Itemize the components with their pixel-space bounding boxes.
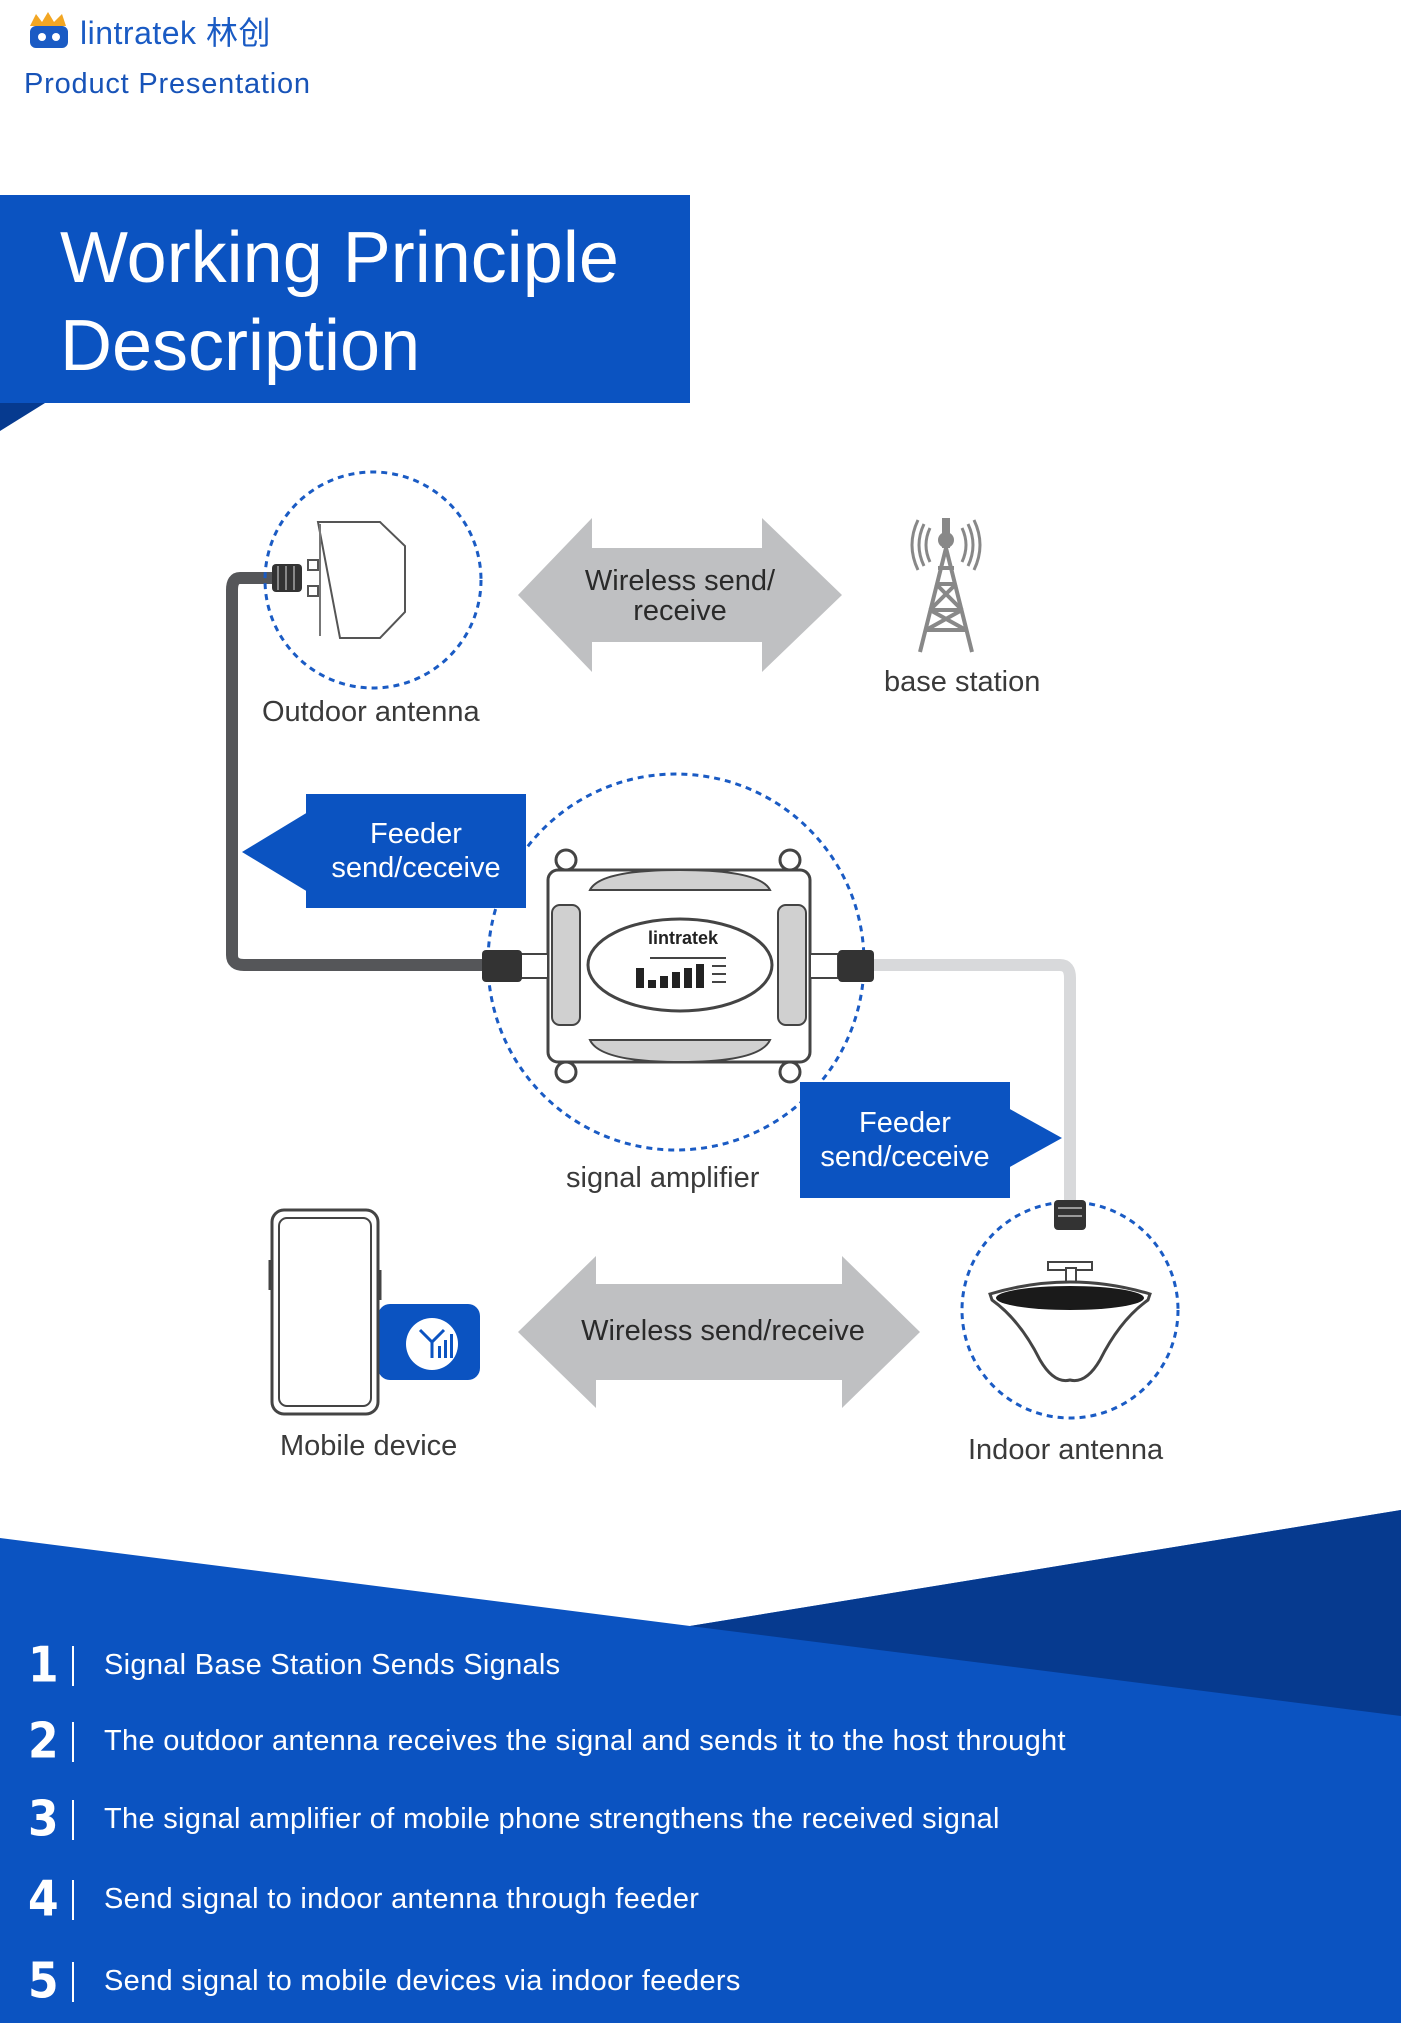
working-principle-diagram: [226, 470, 1180, 1420]
logo-icon: [30, 12, 68, 48]
step-divider: [72, 1799, 74, 1840]
title-banner-fold: [0, 403, 45, 431]
logo-text: lintratek 林创: [80, 15, 271, 51]
step-divider: [72, 1879, 74, 1920]
step-number: 1: [28, 1636, 59, 1695]
step-item-4: 4 Send signal to indoor antenna through …: [28, 1870, 700, 1929]
step-text: Signal Base Station Sends Signals: [104, 1649, 561, 1681]
feeder-right-line2: send/ceceive: [820, 1141, 990, 1173]
mobile-device-label: Mobile device: [280, 1430, 458, 1462]
title-banner: [0, 195, 690, 403]
feeder-left-line2: send/ceceive: [331, 852, 501, 884]
feeder-right-arrow: [1008, 1108, 1062, 1168]
feeder-left-box: Feeder send/ceceive: [306, 794, 526, 908]
step-item-2: 2 The outdoor antenna receives the signa…: [28, 1712, 1066, 1771]
step-item-1: 1 Signal Base Station Sends Signals: [28, 1636, 561, 1695]
step-divider: [72, 1645, 74, 1686]
feeder-left-arrow: [242, 812, 308, 892]
mobile-device-icon: [268, 1208, 480, 1416]
outdoor-antenna-label: Outdoor antenna: [262, 696, 480, 728]
base-station-tower-icon: [910, 518, 982, 653]
step-number: 5: [28, 1952, 59, 2011]
wireless-top-text: Wireless send/ receive: [580, 566, 780, 626]
base-station-label: base station: [884, 666, 1041, 698]
step-text: The outdoor antenna receives the signal …: [104, 1725, 1066, 1757]
step-number: 2: [28, 1712, 59, 1771]
signal-amplifier-label: signal amplifier: [566, 1162, 760, 1194]
step-number: 3: [28, 1790, 59, 1849]
feeder-right-line1: Feeder: [859, 1107, 951, 1139]
step-item-5: 5 Send signal to mobile devices via indo…: [28, 1952, 741, 2011]
wireless-bottom-arrow: [518, 1256, 920, 1408]
page-title-line1: Working Principle: [60, 218, 619, 298]
page-title-line2: Description: [60, 306, 421, 386]
feeder-right-box: Feeder send/ceceive: [800, 1082, 1010, 1198]
amplifier-brand: lintratek: [648, 928, 719, 948]
step-text: Send signal to indoor antenna through fe…: [104, 1883, 700, 1915]
outdoor-antenna-icon: [272, 521, 406, 639]
wireless-bottom-text: Wireless send/receive: [581, 1315, 865, 1347]
step-divider: [72, 1961, 74, 2002]
wireless-top-line2: receive: [633, 595, 727, 627]
outdoor-feeder-cable: [226, 572, 490, 971]
page-subtitle: Product Presentation: [24, 68, 311, 100]
step-item-3: 3 The signal amplifier of mobile phone s…: [28, 1790, 1000, 1849]
indoor-antenna-label: Indoor antenna: [968, 1434, 1164, 1466]
feeder-left-line1: Feeder: [370, 818, 462, 850]
bottom-blue-band: [0, 1510, 1401, 2023]
step-number: 4: [28, 1870, 59, 1929]
signal-amplifier-icon: [482, 848, 874, 1084]
wireless-top-arrow: [518, 518, 842, 672]
step-text: Send signal to mobile devices via indoor…: [104, 1965, 741, 1997]
indoor-feeder-cable: [870, 959, 1076, 1205]
wireless-top-line1: Wireless send/: [584, 565, 776, 597]
step-text: The signal amplifier of mobile phone str…: [104, 1803, 1000, 1835]
outdoor-antenna-circle: [263, 470, 483, 690]
step-divider: [72, 1721, 74, 1762]
indoor-antenna-icon: [988, 1200, 1152, 1383]
page-title: Working Principle Description: [60, 214, 680, 390]
brand-logo: lintratek 林创: [26, 8, 271, 54]
